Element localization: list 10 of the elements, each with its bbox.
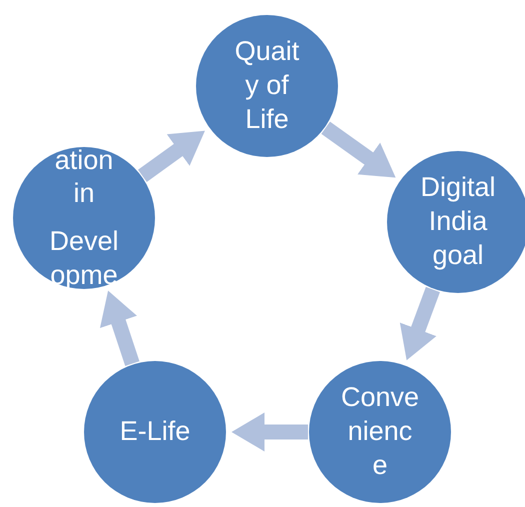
circle-label: Devel opme xyxy=(48,225,120,292)
arrow xyxy=(232,412,308,452)
arrow xyxy=(400,286,440,360)
circle-label: Conve nienc e xyxy=(340,381,420,482)
circle-label: E-Life xyxy=(118,415,192,448)
circle-label: Digital India goal xyxy=(419,171,497,272)
arrow xyxy=(321,122,396,178)
arrow xyxy=(100,290,140,366)
circle-label: Quait y of Life xyxy=(234,35,300,136)
circle-label: ation in xyxy=(54,144,114,210)
